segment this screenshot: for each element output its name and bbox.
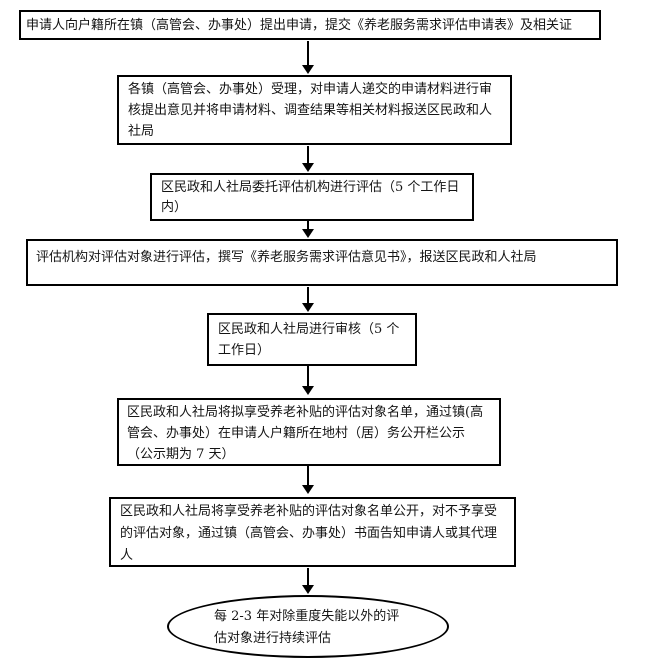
arrow-line <box>307 366 309 386</box>
arrow-line <box>307 466 309 485</box>
arrow-down-head-icon <box>302 485 314 494</box>
arrow-line <box>307 146 309 163</box>
arrow-down-head-icon <box>302 585 314 594</box>
step-6-publicity-box: 区民政和人社局将拟享受养老补贴的评估对象名单，通过镇(高 管会、办事处）在申请人… <box>117 398 501 466</box>
arrow-down-head-icon <box>302 65 314 74</box>
step-6-publicity-text: 区民政和人社局将拟享受养老补贴的评估对象名单，通过镇(高 管会、办事处）在申请人… <box>127 405 484 462</box>
flow-arrow-1 <box>301 41 315 74</box>
arrow-line <box>307 221 309 229</box>
arrow-down-head-icon <box>302 303 314 312</box>
flow-arrow-2 <box>301 146 315 172</box>
step-2-town-accept-box: 各镇（高管会、办事处）受理，对申请人递交的申请材料进行审 核提出意见并将申请材料… <box>117 75 512 145</box>
arrow-down-head-icon <box>302 386 314 395</box>
step-7-notify-box: 区民政和人社局将享受养老补贴的评估对象名单公开，对不予享受 的评估对象，通过镇（… <box>109 497 516 567</box>
flow-arrow-6 <box>301 466 315 494</box>
step-4-agency-assess-text: 评估机构对评估对象进行评估，撰写《养老服务需求评估意见书》，报送区民政和人社局 <box>36 250 537 265</box>
flow-arrow-7 <box>301 568 315 594</box>
step-8-continuous-assess-ellipse: 每 2-3 年对除重度失能以外的评 估对象进行持续评估 <box>167 595 449 658</box>
step-1-apply-box: 申请人向户籍所在镇（高管会、办事处）提出申请，提交《养老服务需求评估申请表》及相… <box>19 10 601 40</box>
step-4-agency-assess-box: 评估机构对评估对象进行评估，撰写《养老服务需求评估意见书》，报送区民政和人社局 <box>26 239 618 286</box>
flow-arrow-5 <box>301 366 315 395</box>
arrow-down-head-icon <box>302 229 314 238</box>
flow-arrow-4 <box>301 287 315 312</box>
step-5-review-text: 区民政和人社局进行审核（5 个 工作日） <box>218 322 400 358</box>
arrow-line <box>307 568 309 585</box>
step-3-entrust-assess-box: 区民政和人社局委托评估机构进行评估（5 个工作日 内） <box>150 173 474 221</box>
arrow-line <box>307 287 309 303</box>
arrow-down-head-icon <box>302 163 314 172</box>
step-5-review-box: 区民政和人社局进行审核（5 个 工作日） <box>207 313 417 366</box>
step-7-notify-text: 区民政和人社局将享受养老补贴的评估对象名单公开，对不予享受 的评估对象，通过镇（… <box>120 504 498 563</box>
step-3-entrust-assess-text: 区民政和人社局委托评估机构进行评估（5 个工作日 内） <box>161 180 460 215</box>
flow-arrow-3 <box>301 221 315 238</box>
step-8-continuous-assess-text: 每 2-3 年对除重度失能以外的评 估对象进行持续评估 <box>214 609 400 646</box>
step-2-town-accept-text: 各镇（高管会、办事处）受理，对申请人递交的申请材料进行审 核提出意见并将申请材料… <box>128 82 493 139</box>
step-1-apply-text: 申请人向户籍所在镇（高管会、办事处）提出申请，提交《养老服务需求评估申请表》及相… <box>26 18 573 33</box>
arrow-line <box>307 41 309 65</box>
